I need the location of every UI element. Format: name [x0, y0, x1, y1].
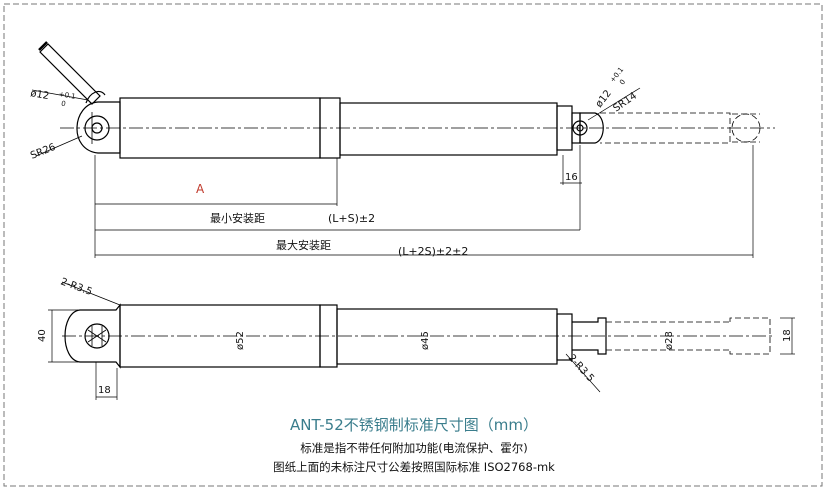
label-a: A [196, 182, 205, 196]
left-hole-tol-lower: 0 [60, 100, 66, 109]
max-install-label: 最大安装距 [276, 238, 331, 252]
tolerance-note: 图纸上面的未标注尺寸公差按照国际标准 ISO2768-mk [273, 460, 555, 474]
standard-note: 标准是指不带任何附加功能(电流保护、霍尔) [300, 441, 528, 455]
top-view [31, 41, 775, 258]
rod-end-width-top: 16 [565, 172, 578, 183]
max-install-value: (L+2S)±2±2 [398, 245, 468, 258]
side-height: 40 [37, 329, 48, 342]
drawing-title: ANT-52不锈钢制标准尺寸图（mm） [290, 416, 538, 434]
right-hole-dia: ø12 [594, 88, 614, 110]
side-tube-dia: ø45 [420, 331, 431, 350]
right-hole-tol-lower: 0 [618, 78, 627, 86]
left-hole-dia: ø12 [29, 88, 49, 102]
right-radius: SR14 [611, 91, 639, 115]
left-radius: SR26 [29, 142, 57, 162]
side-rod-end-width: 18 [782, 329, 793, 342]
side-view [48, 281, 795, 400]
side-left-chamfer: 2-R3.5 [59, 276, 94, 298]
side-motor-dia: ø52 [235, 331, 246, 350]
left-hole-tol-upper: +0.1 [58, 90, 76, 101]
side-rod-dia: ø28 [664, 331, 675, 350]
min-install-label: 最小安装距 [210, 211, 265, 225]
side-clevis-width: 18 [98, 385, 111, 396]
min-install-value: (L+S)±2 [328, 212, 375, 225]
drawing-border [3, 3, 823, 487]
side-right-chamfer: 2-R3.5 [566, 353, 596, 385]
